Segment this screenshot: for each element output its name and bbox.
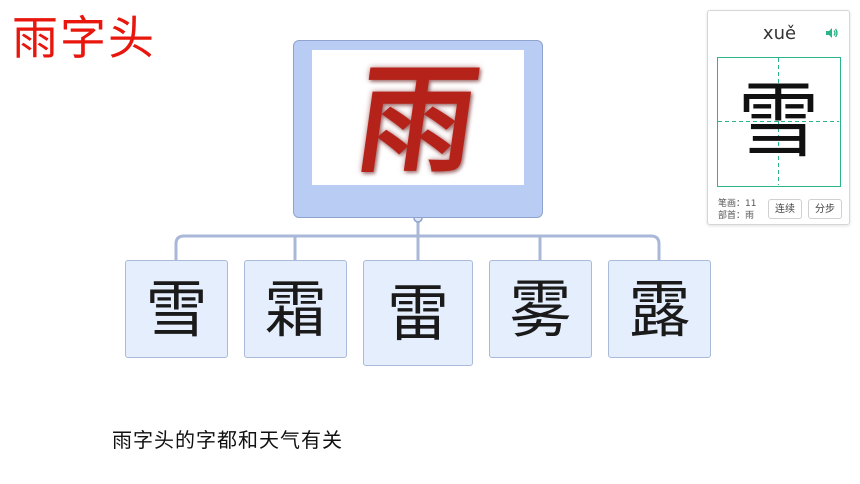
tianzige-grid: 雪 — [717, 57, 841, 187]
radical-label: 部首：雨 — [718, 211, 755, 221]
root-node[interactable]: 雨 — [293, 40, 543, 218]
child-character: 雾 — [509, 273, 572, 346]
stroke-character: 雪 — [737, 74, 820, 169]
grid-guides — [718, 58, 839, 185]
child-character: 霜 — [264, 273, 327, 346]
child-node-4[interactable]: 雾 — [489, 260, 592, 358]
stroke-count: 笔画：11 — [718, 199, 757, 209]
caption-text: 雨字头的字都和天气有关 — [112, 428, 343, 452]
root-character: 雨 — [348, 50, 487, 185]
child-character: 露 — [628, 273, 691, 346]
speaker-icon[interactable] — [825, 27, 839, 39]
continuous-button[interactable]: 连续 — [768, 199, 802, 219]
child-node-3[interactable]: 雷 — [363, 260, 473, 366]
child-node-5[interactable]: 露 — [608, 260, 711, 358]
child-node-2[interactable]: 霜 — [244, 260, 347, 358]
stroke-order-card: xuě 雪 笔画：11 部首：雨 连续 分步 — [707, 10, 850, 225]
root-character-image: 雨 — [312, 50, 524, 185]
pinyin-label: xuě — [762, 23, 797, 44]
child-character: 雪 — [145, 273, 208, 346]
page-title: 雨字头 — [12, 11, 156, 65]
child-node-1[interactable]: 雪 — [125, 260, 228, 358]
child-character: 雷 — [386, 277, 449, 350]
step-button[interactable]: 分步 — [808, 199, 842, 219]
